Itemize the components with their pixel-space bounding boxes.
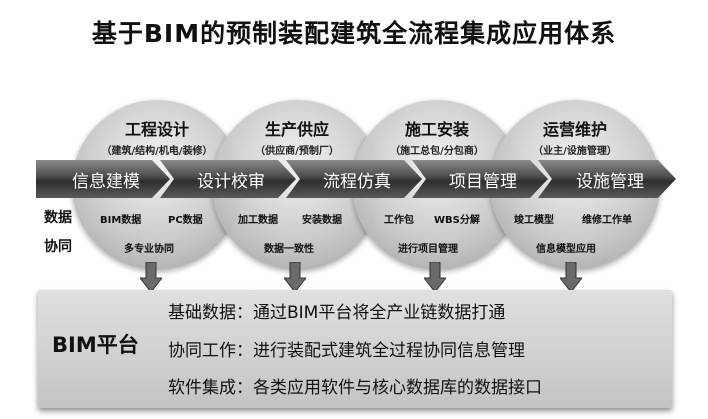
chevron-project-management: 项目管理 <box>412 160 548 198</box>
platform-line-collaboration: 协同工作：进行装配式建筑全过程协同信息管理 <box>168 341 525 361</box>
chevron-facility-management: 设施管理 <box>538 160 676 198</box>
stage-title-production: 生产供应 <box>264 120 329 139</box>
side-label-data: 数据 <box>44 210 72 226</box>
item-work-package: 工作包 <box>384 215 414 226</box>
item-project-mgmt: 进行项目管理 <box>398 244 458 255</box>
bim-platform-panel <box>38 290 672 408</box>
chevron-design-review: 设计校审 <box>160 160 296 198</box>
item-multi-discipline: 多专业协同 <box>124 244 174 255</box>
down-arrow-icon <box>424 262 446 292</box>
platform-line-basic-data: 基础数据：通过BIM平台将全产业链数据打通 <box>168 303 506 323</box>
diagram-title: 基于BIM的预制装配建筑全流程集成应用体系 <box>91 19 617 48</box>
item-installation-data: 安装数据 <box>302 215 342 226</box>
item-processing-data: 加工数据 <box>238 215 278 226</box>
down-arrow-icon <box>560 262 582 292</box>
item-bim-data: BIM数据 <box>100 215 142 226</box>
platform-line-software-integration: 软件集成：各类应用软件与核心数据库的数据接口 <box>168 378 542 398</box>
bim-platform-title: BIM平台 <box>52 333 139 357</box>
stage-subtitle-design: （建筑/结构/机电/装修） <box>101 146 213 157</box>
item-maintenance-ticket: 维修工作单 <box>582 215 632 226</box>
item-pc-data: PC数据 <box>168 215 203 226</box>
side-label-collaboration: 协同 <box>44 239 72 255</box>
item-wbs: WBS分解 <box>434 215 480 226</box>
stage-subtitle-production: （供应商/预制厂） <box>255 146 339 157</box>
item-info-model-app: 信息模型应用 <box>536 244 596 255</box>
chevron-information-modeling: 信息建模 <box>36 160 170 198</box>
stage-title-design: 工程设计 <box>124 120 189 139</box>
stage-title-operation: 运营维护 <box>542 120 607 139</box>
chevron-process-simulation: 流程仿真 <box>286 160 422 198</box>
stage-subtitle-construction: （施工总包/分包商） <box>390 146 484 157</box>
stage-subtitle-operation: （业主/设施管理） <box>533 146 617 157</box>
stage-title-construction: 施工安装 <box>404 120 469 139</box>
item-data-consistency: 数据一致性 <box>264 244 314 255</box>
item-as-built-model: 竣工模型 <box>514 215 554 226</box>
down-arrow-icon <box>140 262 162 292</box>
down-arrow-icon <box>284 262 306 292</box>
